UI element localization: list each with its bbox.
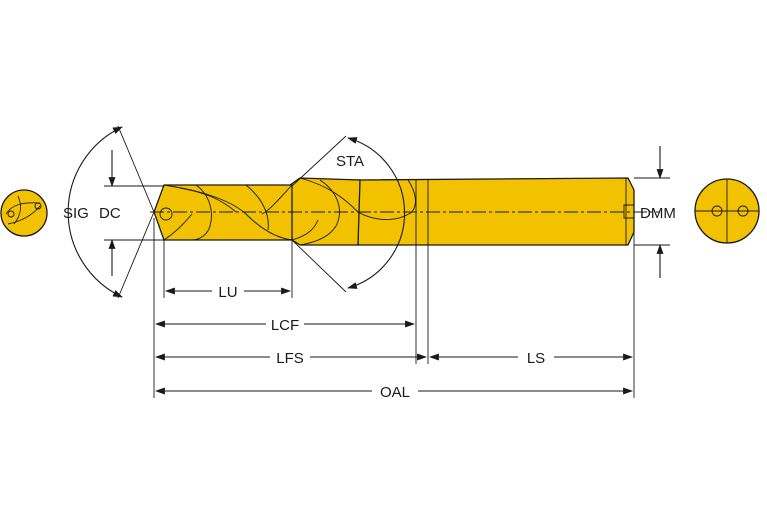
lfs-label: LFS <box>276 350 304 367</box>
oal-dimension: OAL <box>155 384 633 401</box>
ls-label: LS <box>527 350 545 367</box>
ls-dimension: LS <box>429 350 633 367</box>
dmm-dimension: DMM <box>634 146 676 278</box>
dmm-label: DMM <box>640 205 676 222</box>
lu-dimension: LU <box>165 284 291 301</box>
oal-label: OAL <box>380 384 410 401</box>
lu-label: LU <box>218 284 237 301</box>
extension-lines <box>153 218 635 398</box>
lcf-dimension: LCF <box>155 317 415 334</box>
sig-label: SIG <box>63 205 89 222</box>
shank-end-view <box>694 178 760 244</box>
drill-body <box>150 177 660 246</box>
lfs-dimension: LFS <box>155 350 427 367</box>
sig-angle-dimension: SIG <box>63 125 155 299</box>
dc-label: DC <box>99 205 121 222</box>
sta-label: STA <box>336 153 364 170</box>
lcf-label: LCF <box>271 317 299 334</box>
tip-end-view <box>0 189 48 237</box>
sta-angle-dimension: STA <box>291 135 406 293</box>
